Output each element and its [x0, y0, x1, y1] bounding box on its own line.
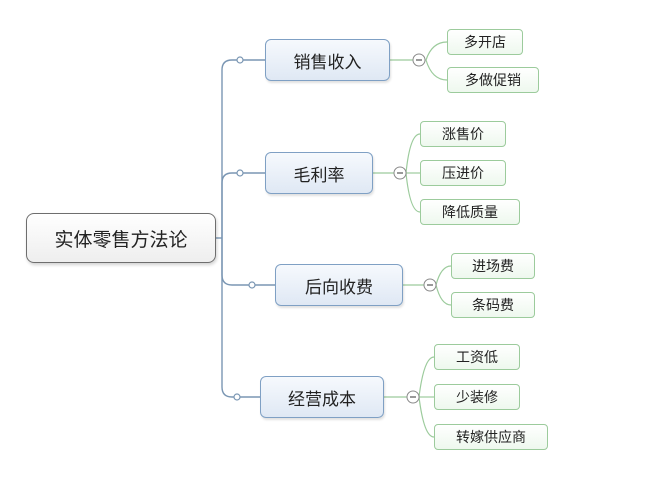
leaf-topic[interactable]: 工资低: [434, 344, 520, 370]
collapse-minus-icon[interactable]: [412, 53, 426, 67]
branch-connector-1: [221, 59, 265, 238]
leaf-connector-3-2: [435, 284, 452, 306]
collapse-minus-icon[interactable]: [423, 278, 437, 292]
root-topic[interactable]: 实体零售方法论: [26, 213, 216, 263]
branch-connector-3: [221, 238, 275, 286]
leaf-topic[interactable]: 条码费: [451, 292, 535, 318]
branch-topic-backend-fees[interactable]: 后向收费: [275, 264, 403, 306]
collapse-minus-icon[interactable]: [406, 390, 420, 404]
expand-handle-dot-icon[interactable]: [236, 56, 244, 64]
branch-connector-2: [221, 172, 265, 238]
leaf-topic[interactable]: 多开店: [447, 29, 523, 55]
leaf-topic[interactable]: 压进价: [420, 160, 506, 186]
branch-topic-gross-margin[interactable]: 毛利率: [265, 152, 373, 194]
leaf-connector-4-1: [418, 356, 435, 398]
leaf-connector-4-3: [418, 396, 435, 438]
leaf-connector-1-1: [425, 41, 448, 61]
leaf-topic[interactable]: 进场费: [451, 253, 535, 279]
leaf-connector-1-2: [425, 59, 448, 81]
leaf-topic[interactable]: 涨售价: [420, 121, 506, 147]
branch-topic-sales-revenue[interactable]: 销售收入: [265, 39, 390, 81]
branch-connector-4: [221, 238, 260, 398]
leaf-topic[interactable]: 少装修: [434, 384, 520, 410]
expand-handle-dot-icon[interactable]: [233, 393, 241, 401]
branch-topic-operating-cost[interactable]: 经营成本: [260, 376, 384, 418]
leaf-topic[interactable]: 转嫁供应商: [434, 424, 548, 450]
collapse-minus-icon[interactable]: [393, 166, 407, 180]
leaf-topic[interactable]: 降低质量: [420, 199, 520, 225]
leaf-connector-2-1: [405, 133, 421, 174]
expand-handle-dot-icon[interactable]: [236, 169, 244, 177]
leaf-connector-2-3: [405, 172, 421, 213]
expand-handle-dot-icon[interactable]: [248, 281, 256, 289]
leaf-topic[interactable]: 多做促销: [447, 67, 539, 93]
leaf-connector-3-1: [435, 265, 452, 286]
